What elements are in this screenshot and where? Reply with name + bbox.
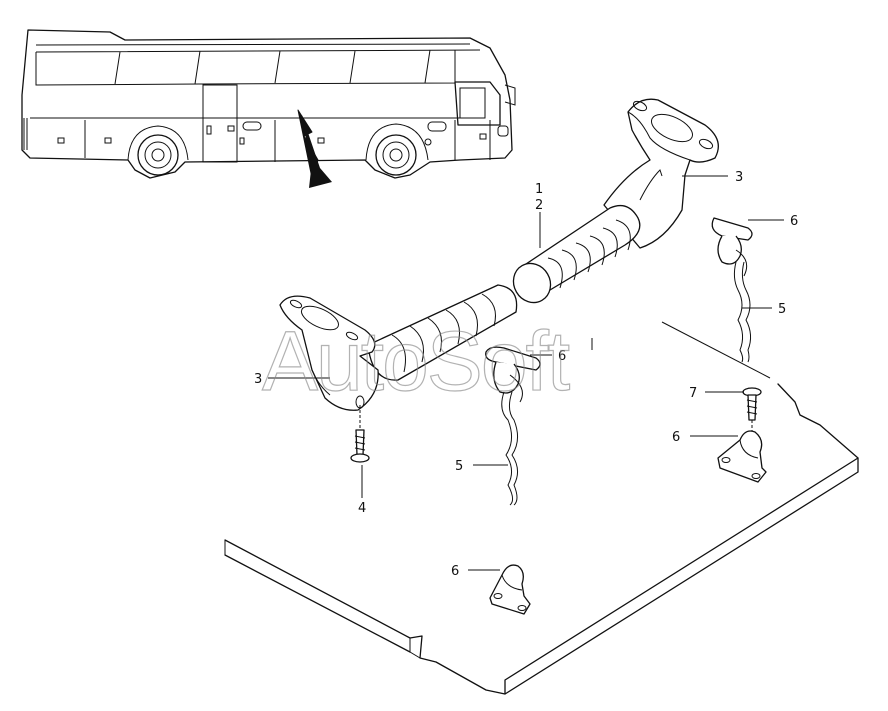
callout-6-bottom: 6: [451, 564, 459, 579]
floor-panel: [224, 321, 859, 695]
callout-6-middle: 6: [558, 349, 566, 364]
callout-labels: 1 2 3 3 4 5 5 6 6 6 6 7: [254, 170, 798, 579]
clamp-top-right: [711, 217, 753, 265]
leader-lines: [268, 175, 784, 571]
callout-5-middle: 5: [455, 459, 463, 474]
cable-tie-right: [733, 249, 752, 363]
duct-elbow-lower: [279, 295, 379, 411]
callout-4: 4: [358, 501, 366, 516]
duct-bellows-upper: [512, 204, 641, 304]
duct-bellows-lower: [367, 284, 518, 381]
callout-3-lower: 3: [254, 372, 262, 387]
clamp-right: [717, 430, 767, 483]
callout-2: 2: [535, 198, 543, 213]
bus-overview: [21, 29, 516, 188]
callout-1: 1: [535, 182, 543, 197]
callout-6-top-right: 6: [790, 214, 798, 229]
cable-tie-middle: [501, 374, 523, 506]
callout-6-right: 6: [672, 430, 680, 445]
watermark: AutoSoft: [262, 314, 570, 408]
screw-4: [350, 405, 370, 463]
callout-3-upper: 3: [735, 170, 743, 185]
screw-7: [742, 387, 762, 432]
clamp-middle: [485, 346, 541, 394]
callout-5-right: 5: [778, 302, 786, 317]
callout-7: 7: [689, 386, 697, 401]
clamp-bottom: [489, 564, 531, 615]
